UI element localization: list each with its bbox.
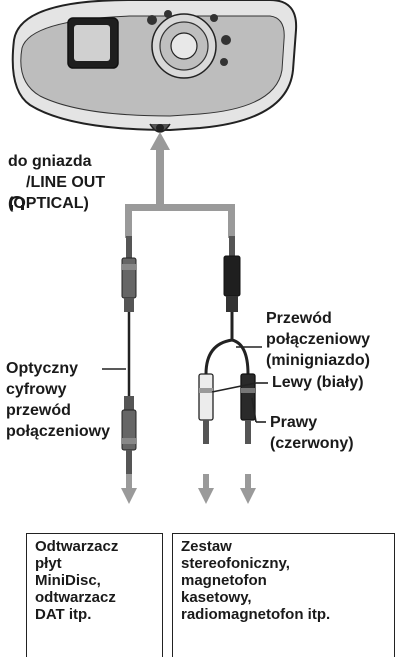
box-right-line: kasetowy, — [181, 589, 386, 606]
box-left-line: odtwarzacz — [35, 589, 154, 606]
box-right-line: Zestaw — [181, 538, 386, 555]
optical-label-line3: przewód — [6, 401, 71, 420]
optical-label-line4: połączeniowy — [6, 422, 110, 441]
stereo-system-box: Zestaw stereofoniczny, magnetofon kaseto… — [172, 533, 395, 657]
minidisc-dat-box: Odtwarzacz płyt MiniDisc, odtwarzacz DAT… — [26, 533, 163, 657]
jack-label-line1: do gniazda — [8, 152, 92, 171]
cable-label-line2: połączeniowy — [266, 330, 370, 349]
cable-label-line3: (minigniazdo) — [266, 351, 370, 370]
cable-label-line1: Przewód — [266, 309, 332, 328]
connector-lines — [125, 132, 235, 238]
jack-label-line3: (OPTICAL) — [8, 194, 89, 213]
right-channel-label-line2: (czerwony) — [270, 434, 354, 453]
left-channel-label: Lewy (biały) — [272, 373, 364, 392]
minidisc-player — [13, 0, 296, 132]
optical-label-line2: cyfrowy — [6, 380, 66, 399]
box-left-line: płyt — [35, 555, 154, 572]
stereo-mini-cable — [199, 236, 255, 444]
output-arrows — [121, 474, 256, 504]
right-channel-label-line1: Prawy — [270, 413, 317, 432]
box-left-line: MiniDisc, — [35, 572, 154, 589]
box-left-line: Odtwarzacz — [35, 538, 154, 555]
optical-cable — [122, 236, 136, 474]
optical-label-line1: Optyczny — [6, 359, 78, 378]
box-right-line: stereofoniczny, — [181, 555, 386, 572]
box-right-line: radiomagnetofon itp. — [181, 606, 386, 623]
box-left-line: DAT itp. — [35, 606, 154, 623]
box-right-line: magnetofon — [181, 572, 386, 589]
jack-label-line2: /LINE OUT — [26, 173, 105, 192]
